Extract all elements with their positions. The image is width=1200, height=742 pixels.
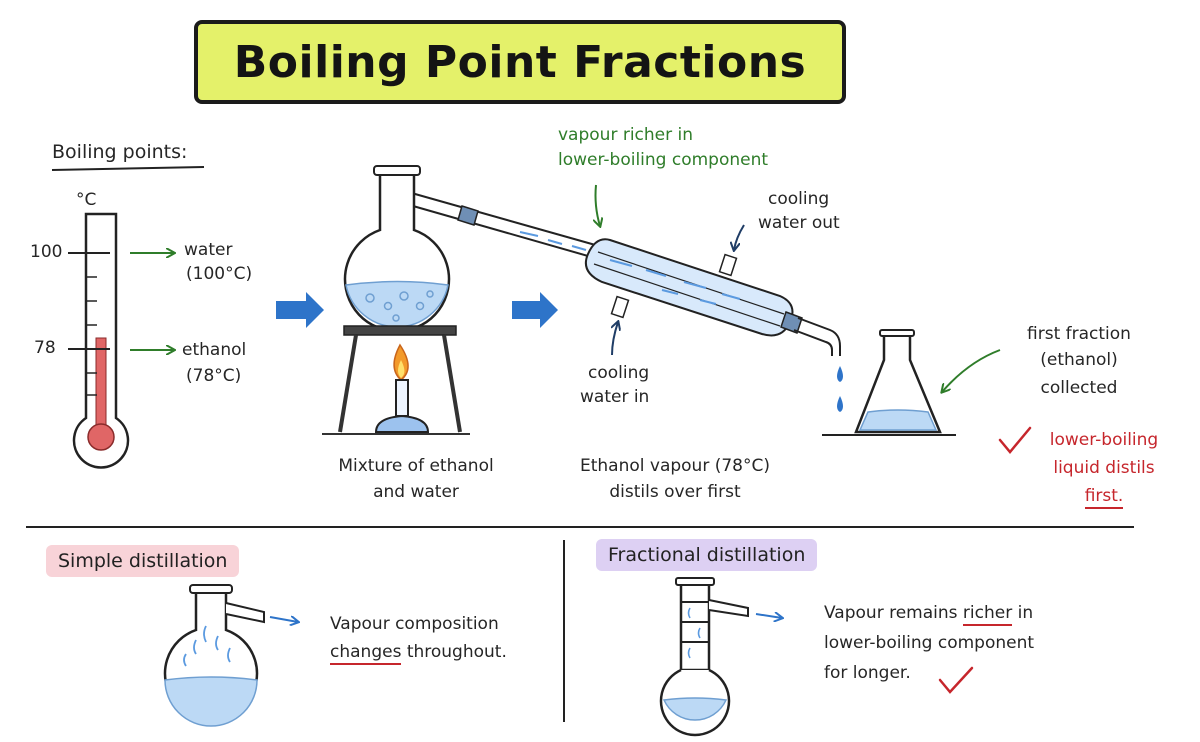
- water-label: water: [184, 240, 233, 260]
- fractional-line3: for longer.: [824, 663, 911, 683]
- cooling-in-line1: cooling: [588, 363, 650, 383]
- cooling-in-arrow: [612, 322, 618, 356]
- distils-caption-line2: distils over first: [609, 482, 741, 502]
- vapour-label-line1: vapour richer in: [558, 125, 694, 145]
- ethanol-value: (78°C): [186, 366, 242, 386]
- heading-underline: [51, 166, 205, 171]
- simple-changes-word: changes: [330, 642, 402, 665]
- process-arrow-icon: [512, 292, 558, 328]
- fractional-line1-b: in: [1012, 603, 1034, 623]
- process-arrow-icon: [276, 292, 324, 328]
- delivery-tube: [405, 191, 607, 261]
- simple-line1: Vapour composition: [330, 614, 499, 634]
- simple-line2: changes throughout.: [330, 642, 507, 665]
- check-note-first: first.: [1084, 486, 1124, 509]
- boiling-points-heading: Boiling points:: [52, 141, 188, 163]
- check-icon: [998, 426, 1032, 454]
- ethanol-label: ethanol: [182, 340, 247, 360]
- flask-icon: [343, 165, 451, 333]
- thermometer-icon: [68, 212, 130, 469]
- vapour-label-line2: lower-boiling component: [558, 150, 769, 170]
- title-banner: Boiling Point Fractions: [194, 20, 846, 104]
- fractional-line1: Vapour remains richer in: [824, 603, 1034, 626]
- distils-caption-line1: Ethanol vapour (78°C): [579, 456, 770, 476]
- simple-arrow: [269, 617, 298, 622]
- water-value: (100°C): [186, 264, 253, 284]
- cooling-out-line1: cooling: [768, 189, 830, 209]
- vapour-arrow: [596, 184, 601, 226]
- fractional-arrow: [755, 614, 782, 618]
- fractional-distillation-tag: Fractional distillation: [596, 539, 818, 571]
- mixture-caption-line2: and water: [373, 482, 459, 502]
- fraction-label-line3: collected: [1040, 378, 1118, 398]
- conical-flask-icon: [822, 329, 956, 436]
- check-note-line1: lower-boiling: [1049, 430, 1159, 450]
- cooling-in-line2: water in: [580, 387, 650, 407]
- condenser-icon: [584, 238, 841, 356]
- fraction-label-line1: first fraction: [1027, 324, 1131, 344]
- tick-100-label: 100: [30, 242, 63, 262]
- fractional-flask-icon: [659, 577, 749, 737]
- simple-distillation-tag: Simple distillation: [46, 545, 240, 577]
- fractional-line2: lower-boiling component: [824, 633, 1035, 653]
- fractional-line1-a: Vapour remains: [824, 603, 963, 623]
- burner-flame-icon: [374, 343, 430, 433]
- fraction-label-line2: (ethanol): [1040, 350, 1118, 370]
- fraction-arrow: [942, 349, 1001, 392]
- cooling-out-arrow: [734, 224, 745, 250]
- simple-flask-icon: [163, 584, 265, 727]
- unit-label: °C: [76, 190, 97, 210]
- check-note-line3: first.: [1034, 486, 1174, 509]
- distillate-drops: [837, 366, 843, 412]
- check-note-line2: liquid distils: [1053, 458, 1155, 478]
- check-icon: [938, 666, 974, 694]
- simple-line2-rest: throughout.: [401, 642, 507, 662]
- fractional-richer-word: richer: [962, 603, 1013, 626]
- tick-78-label: 78: [34, 338, 56, 358]
- tripod-stand: [322, 325, 470, 435]
- mixture-caption-line1: Mixture of ethanol: [338, 456, 494, 476]
- cooling-out-line2: water out: [758, 213, 840, 233]
- page-title: Boiling Point Fractions: [233, 36, 807, 88]
